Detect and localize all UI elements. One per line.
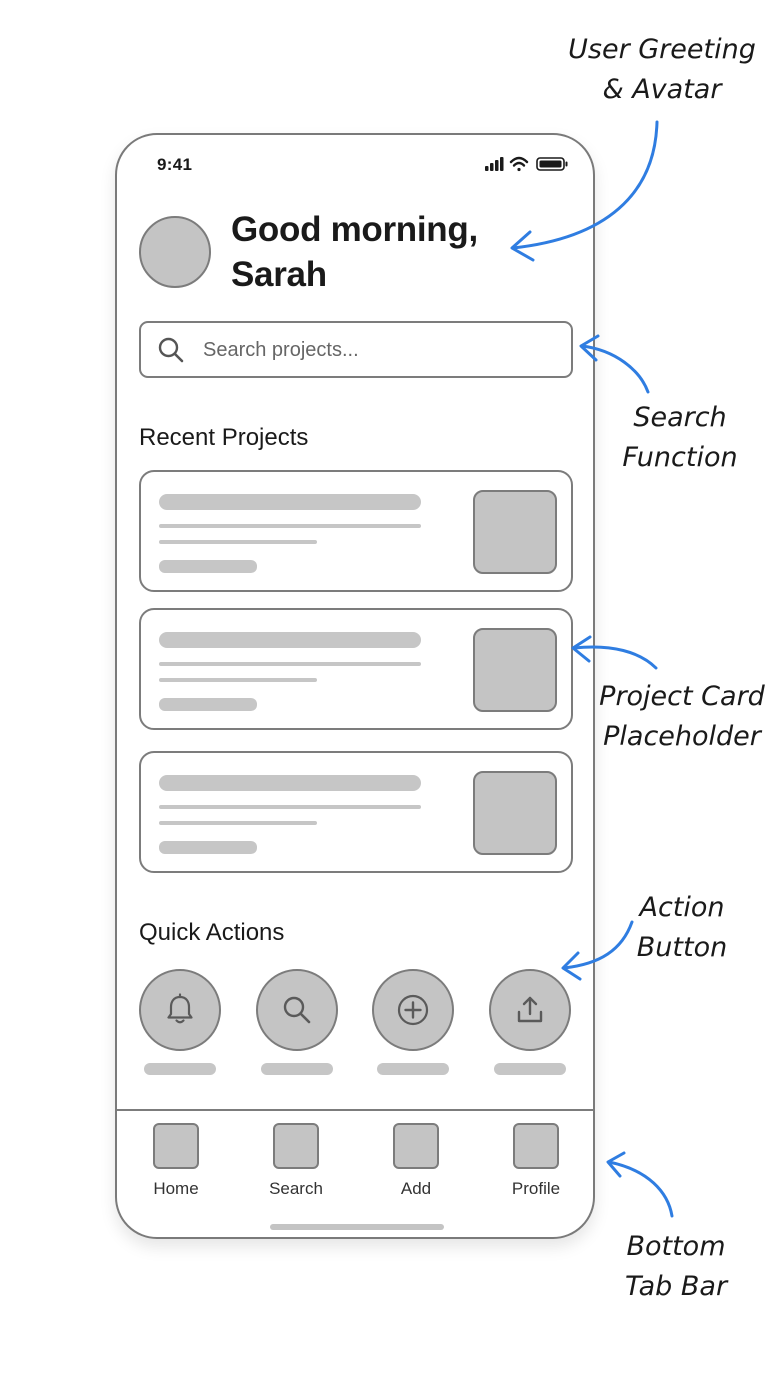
card-tag-placeholder: [159, 698, 257, 711]
tab-profile[interactable]: Profile: [511, 1179, 561, 1198]
annotation-user-greeting: User Greeting & Avatar: [568, 34, 756, 105]
greeting-text: Good morning, Sarah: [231, 210, 478, 294]
arrow-to-tab-bar: [607, 1160, 674, 1218]
card-tag-placeholder: [159, 841, 257, 854]
bell-icon: [167, 993, 193, 1024]
recent-projects-title: Recent Projects: [139, 424, 309, 451]
tab-add[interactable]: Add: [400, 1179, 432, 1198]
quick-action-label-placeholder: [377, 1063, 449, 1075]
card-title-placeholder: [159, 632, 421, 648]
project-card[interactable]: [139, 608, 573, 730]
annotation-action-button: Action Button: [636, 892, 728, 963]
quick-action-search-button[interactable]: [256, 969, 338, 1051]
annotation-search-function: Search Function: [622, 402, 738, 473]
quick-action-label-placeholder: [144, 1063, 216, 1075]
signal-icon: [485, 157, 504, 171]
tab-add-icon[interactable]: [393, 1123, 439, 1169]
home-indicator: [270, 1224, 444, 1230]
card-thumbnail: [473, 490, 557, 574]
upload-icon: [517, 996, 543, 1023]
card-line-placeholder: [159, 662, 421, 666]
arrow-to-search: [580, 344, 650, 394]
search-bar[interactable]: [139, 321, 573, 378]
card-line-placeholder: [159, 540, 317, 544]
project-card[interactable]: [139, 470, 573, 592]
search-icon: [158, 337, 184, 363]
arrow-to-action-button: [562, 920, 634, 970]
tab-search[interactable]: Search: [269, 1179, 323, 1198]
annotation-project-card: Project Card Placeholder: [599, 681, 765, 752]
card-thumbnail: [473, 771, 557, 855]
tab-home[interactable]: Home: [153, 1179, 199, 1198]
card-line-placeholder: [159, 805, 421, 809]
quick-actions-title: Quick Actions: [139, 919, 285, 946]
status-time: 9:41: [157, 155, 193, 174]
quick-action-label-placeholder: [494, 1063, 566, 1075]
battery-icon: [536, 157, 568, 171]
quick-action-add-button[interactable]: [372, 969, 454, 1051]
wifi-icon: [509, 156, 529, 172]
tab-profile-icon[interactable]: [513, 1123, 559, 1169]
card-title-placeholder: [159, 494, 421, 510]
plus-circle-icon: [397, 994, 429, 1026]
search-icon: [283, 996, 311, 1024]
card-line-placeholder: [159, 678, 317, 682]
tab-bar-divider: [117, 1109, 593, 1111]
status-icons: [485, 155, 571, 178]
quick-action-notifications-button[interactable]: [139, 969, 221, 1051]
card-tag-placeholder: [159, 560, 257, 573]
card-line-placeholder: [159, 524, 421, 528]
user-avatar[interactable]: [139, 216, 211, 288]
quick-action-label-placeholder: [261, 1063, 333, 1075]
arrow-to-project-card: [572, 645, 658, 670]
card-title-placeholder: [159, 775, 421, 791]
project-card[interactable]: [139, 751, 573, 873]
tab-search-icon[interactable]: [273, 1123, 319, 1169]
card-line-placeholder: [159, 821, 317, 825]
tab-home-icon[interactable]: [153, 1123, 199, 1169]
arrow-to-greeting: [511, 120, 659, 250]
card-thumbnail: [473, 628, 557, 712]
search-input[interactable]: [201, 323, 555, 378]
phone-frame: 9:41 Good morning, Sarah: [115, 133, 595, 1239]
annotation-bottom-tab-bar: Bottom Tab Bar: [624, 1231, 728, 1302]
quick-action-upload-button[interactable]: [489, 969, 571, 1051]
